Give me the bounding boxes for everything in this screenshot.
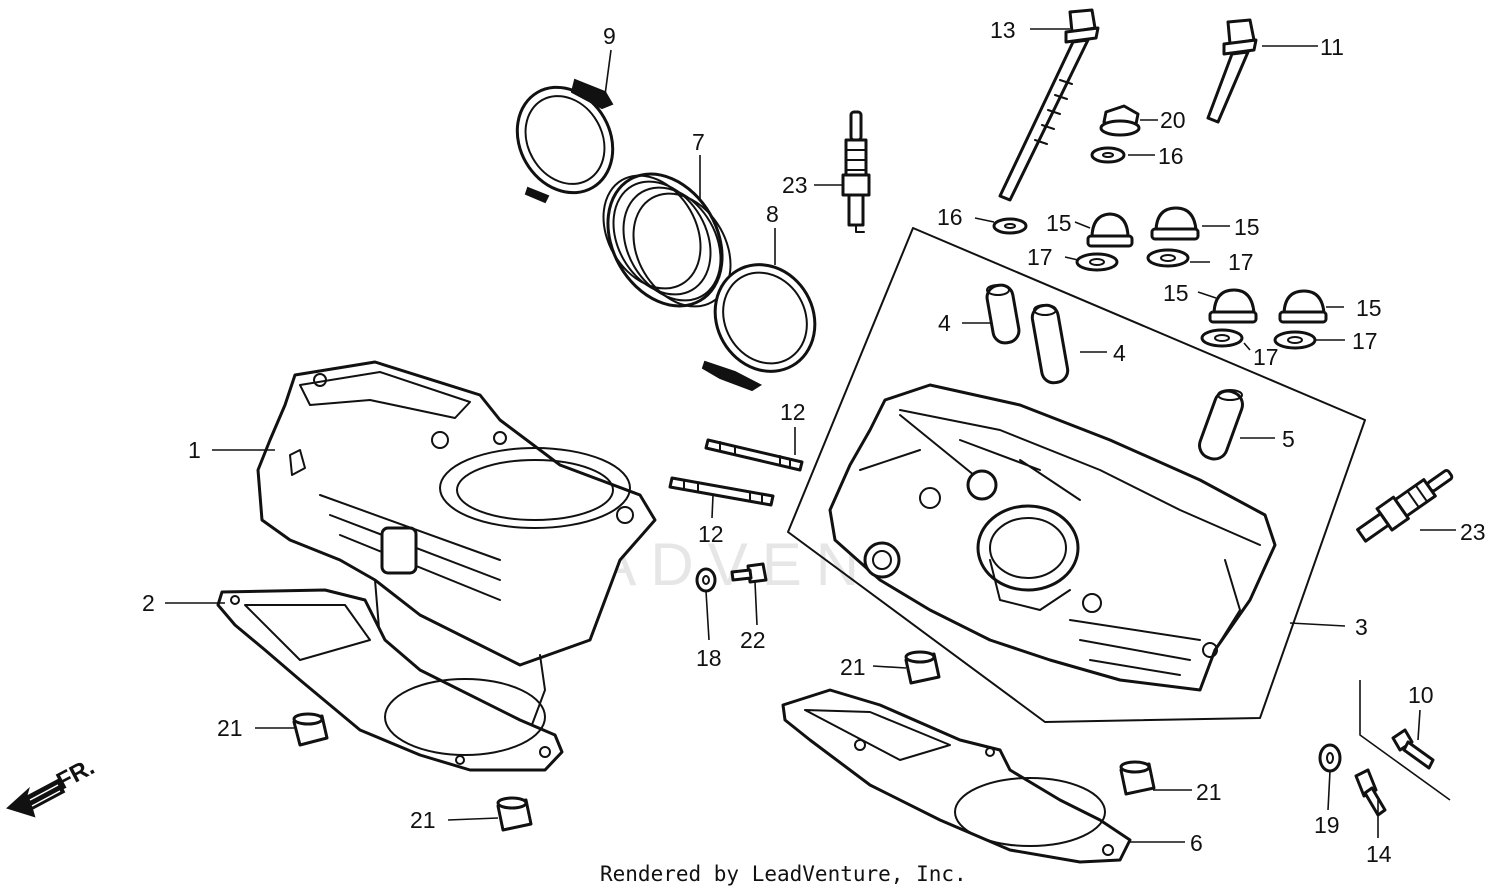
stud-bolt-part-b[interactable] — [668, 476, 775, 507]
callout-21d: 21 — [1196, 779, 1222, 805]
callout-16b: 16 — [1158, 143, 1184, 169]
callout-19: 19 — [1314, 812, 1340, 838]
callout-12a: 12 — [780, 399, 806, 425]
callout-18: 18 — [696, 645, 722, 671]
valve-guide-part-a[interactable] — [985, 283, 1021, 345]
callout-15c: 15 — [1163, 280, 1189, 306]
cap-nut-part-a[interactable] — [1086, 212, 1134, 248]
callout-8: 8 — [766, 201, 779, 227]
callout-9: 9 — [603, 23, 616, 49]
callout-17c: 17 — [1253, 344, 1279, 370]
stud-bolt-part-a[interactable] — [704, 438, 804, 472]
dowel-pin-part-d[interactable] — [1119, 760, 1156, 796]
washer-part-18[interactable] — [695, 567, 717, 593]
callout-16a: 16 — [937, 204, 963, 230]
callout-7: 7 — [692, 129, 705, 155]
callout-12b: 12 — [698, 521, 724, 547]
band-part[interactable] — [696, 246, 834, 392]
spark-plug-part-b[interactable] — [1354, 463, 1457, 546]
callout-3: 3 — [1355, 614, 1368, 640]
flange-nut-part[interactable] — [1099, 104, 1141, 137]
callout-15d: 15 — [1356, 295, 1382, 321]
callout-4b: 4 — [1113, 340, 1126, 366]
valve-guide-part-c[interactable] — [1196, 387, 1246, 462]
callout-21c: 21 — [840, 654, 866, 680]
cap-nut-part-b[interactable] — [1150, 206, 1200, 241]
callout-10: 10 — [1408, 682, 1434, 708]
callout-14: 14 — [1366, 841, 1392, 867]
callout-21a: 21 — [217, 715, 243, 741]
callout-22: 22 — [740, 627, 766, 653]
callout-1: 1 — [188, 437, 201, 463]
callout-17a: 17 — [1027, 244, 1053, 270]
footer-credit: Rendered by LeadVenture, Inc. — [600, 862, 967, 886]
head-gasket-part[interactable] — [781, 688, 1132, 864]
cylinder-gasket-part[interactable] — [216, 588, 564, 772]
callout-5: 5 — [1282, 426, 1295, 452]
callout-15b: 15 — [1234, 214, 1260, 240]
cylinder-part[interactable] — [256, 360, 657, 731]
callout-15a: 15 — [1046, 210, 1072, 236]
front-arrow-icon — [6, 778, 66, 818]
bolt-part[interactable] — [1206, 18, 1258, 124]
long-bolt-part[interactable] — [998, 8, 1100, 202]
callout-17d: 17 — [1352, 328, 1378, 354]
callout-21b: 21 — [410, 807, 436, 833]
flange-bolt-part-b[interactable] — [1354, 768, 1387, 817]
callout-6: 6 — [1190, 830, 1203, 856]
intake-joint-part[interactable] — [584, 153, 750, 326]
washer-part-c[interactable] — [1200, 328, 1244, 348]
callout-23b: 23 — [1460, 519, 1486, 545]
washer-part-19[interactable] — [1318, 743, 1342, 773]
callout-17b: 17 — [1228, 249, 1254, 275]
sealing-washer-part-a[interactable] — [992, 217, 1028, 235]
clamp-part[interactable] — [499, 70, 632, 210]
washer-part-b[interactable] — [1146, 248, 1190, 268]
dowel-pin-part-c[interactable] — [904, 650, 941, 685]
bolt-part-22[interactable] — [730, 562, 768, 584]
callout-numbers: 1 2 3 4 4 5 6 7 8 9 10 11 12 12 13 14 15… — [142, 17, 1486, 867]
valve-guide-part-b[interactable] — [1030, 303, 1070, 385]
sealing-washer-part-b[interactable] — [1090, 146, 1126, 164]
group-bracket-line — [1359, 680, 1451, 801]
spark-plug-part-a[interactable] — [841, 110, 871, 233]
callout-11: 11 — [1320, 34, 1344, 60]
dowel-pin-part-b[interactable] — [496, 796, 533, 832]
washer-part-a[interactable] — [1075, 252, 1119, 272]
washer-part-d[interactable] — [1273, 330, 1317, 350]
cap-nut-part-c[interactable] — [1208, 288, 1258, 324]
callout-23a: 23 — [782, 172, 808, 198]
cap-nut-part-d[interactable] — [1278, 289, 1328, 324]
leader-lines — [165, 28, 1456, 843]
callout-2: 2 — [142, 590, 155, 616]
callout-13: 13 — [990, 17, 1016, 43]
callout-20: 20 — [1160, 107, 1186, 133]
dowel-pin-part-a[interactable] — [292, 712, 329, 747]
cylinder-head-part[interactable] — [787, 227, 1366, 723]
flange-bolt-part-a[interactable] — [1391, 728, 1435, 770]
callout-4a: 4 — [938, 310, 951, 336]
